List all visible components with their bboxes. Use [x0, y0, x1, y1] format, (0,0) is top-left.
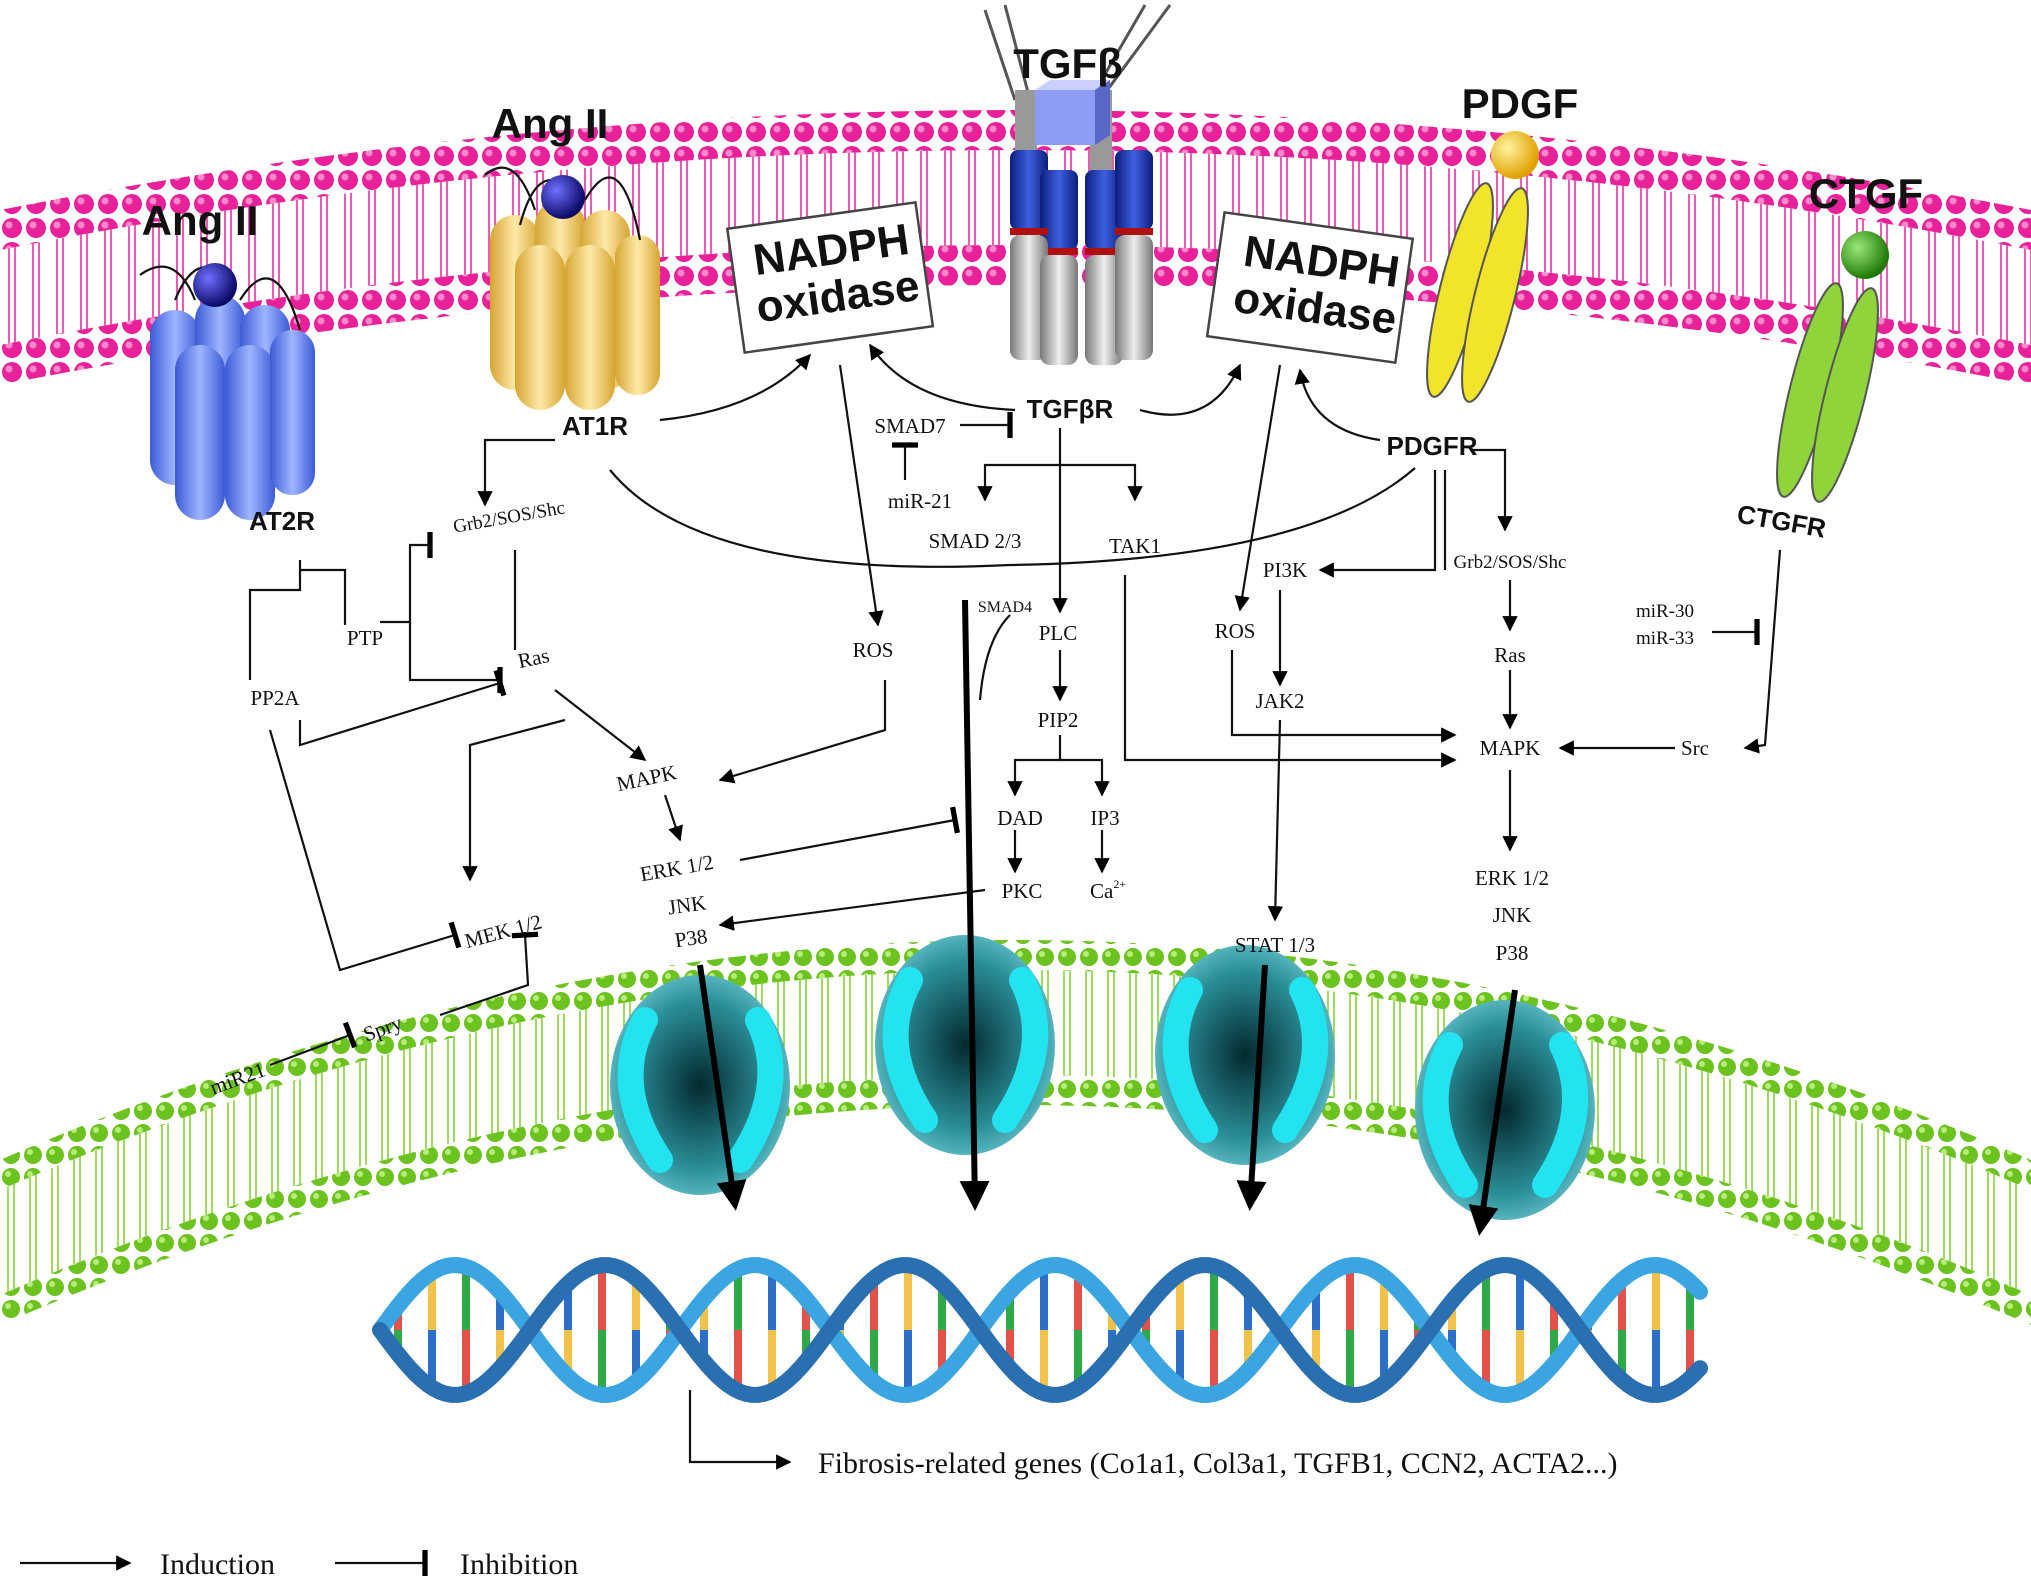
node-smad4: SMAD4: [978, 599, 1032, 616]
legend-induction-label: Induction: [160, 1548, 275, 1581]
ligand-tgfb: TGFβ: [1013, 40, 1123, 87]
node-mapk-right: MAPK: [1480, 736, 1541, 760]
node-ros-right: ROS: [1215, 619, 1256, 643]
label-at2r: AT2R: [249, 506, 315, 536]
node-ras-right: Ras: [1494, 643, 1526, 667]
node-ca: Ca2+: [1090, 877, 1126, 903]
fibrosis-genes-label: Fibrosis-related genes (Co1a1, Col3a1, T…: [818, 1447, 1618, 1480]
ligand-pdgf: PDGF: [1462, 80, 1579, 127]
at1r-receptor: [484, 166, 660, 410]
label-pdgfr: PDGFR: [1387, 431, 1478, 461]
node-stat: STAT 1/3: [1235, 933, 1315, 957]
node-smad23: SMAD 2/3: [929, 529, 1022, 553]
node-pp2a: PP2A: [250, 686, 300, 710]
ctgf-ligand: [1841, 231, 1889, 279]
node-jnk-left: JNK: [666, 891, 707, 920]
node-grb2-left: Grb2/SOS/Shc: [452, 497, 567, 537]
ang-ii-ligand: [541, 175, 585, 219]
nuclear-pore: [875, 935, 1055, 1155]
ctgfr-receptor: [1776, 231, 1889, 503]
dna-backbone: [372, 1257, 1708, 1403]
node-pi3k: PI3K: [1263, 558, 1307, 582]
node-tak1: TAK1: [1109, 534, 1161, 558]
node-mir21-top: miR-21: [888, 489, 952, 513]
ligand-ctgf: CTGF: [1809, 170, 1923, 217]
pdgf-ligand: [1491, 131, 1539, 179]
node-smad7: SMAD7: [874, 414, 945, 438]
node-ip3: IP3: [1090, 806, 1119, 830]
node-ros-left: ROS: [853, 638, 894, 662]
node-mek: MEK 1/2: [462, 909, 544, 953]
nuclear-pore: [1415, 1000, 1595, 1220]
node-mir30: miR-30: [1636, 601, 1694, 622]
legend-inhibition-label: Inhibition: [460, 1548, 578, 1581]
nadph-oxidase-left: NADPH oxidase: [725, 200, 935, 355]
label-ctgfr: CTGFR: [1735, 499, 1829, 544]
node-mapk-left: MAPK: [614, 760, 678, 796]
dna-backbone: [372, 1257, 1708, 1403]
node-p38-right: P38: [1496, 941, 1529, 965]
nuclear-pore: [610, 975, 790, 1195]
nadph-oxidase-right: NADPH oxidase: [1205, 210, 1415, 365]
label-tgfbr: TGFβR: [1027, 394, 1114, 424]
dna-helix: [372, 1257, 1708, 1403]
node-erk-left: ERK 1/2: [638, 850, 715, 887]
node-ras-left: Ras: [516, 643, 552, 673]
legend: Induction Inhibition: [20, 1548, 578, 1581]
nuclear-pore: [1155, 945, 1335, 1165]
nuclear-translocation-arrows: [697, 599, 1518, 1236]
node-src: Src: [1681, 736, 1709, 760]
node-pip2: PIP2: [1038, 708, 1079, 732]
pdgfr-receptor: [1426, 131, 1539, 403]
tgfbr-receptor: [983, 4, 1172, 365]
node-ptp: PTP: [347, 626, 383, 650]
pathway-nodes: SMAD7 miR-21 SMAD 2/3 TAK1 SMAD4 PLC PIP…: [207, 414, 1709, 1099]
node-grb2-right: Grb2/SOS/Shc: [1454, 552, 1567, 573]
node-dad: DAD: [997, 806, 1043, 830]
node-jnk-right: JNK: [1493, 903, 1532, 927]
node-p38-left: P38: [673, 924, 709, 952]
pathway-connectors: [248, 343, 1782, 1470]
at2r-receptor: [139, 263, 315, 520]
ligand-ang-ii-right: Ang II: [492, 100, 609, 147]
label-at1r: AT1R: [562, 411, 628, 441]
ligand-ang-ii-left: Ang II: [142, 197, 259, 244]
node-mir33: miR-33: [1636, 628, 1694, 649]
nuclear-pores: [610, 935, 1595, 1220]
node-erk-right: ERK 1/2: [1475, 866, 1549, 890]
node-jak2: JAK2: [1255, 689, 1304, 713]
ang-ii-ligand: [193, 263, 237, 307]
node-plc: PLC: [1039, 621, 1078, 645]
node-pkc: PKC: [1002, 879, 1043, 903]
